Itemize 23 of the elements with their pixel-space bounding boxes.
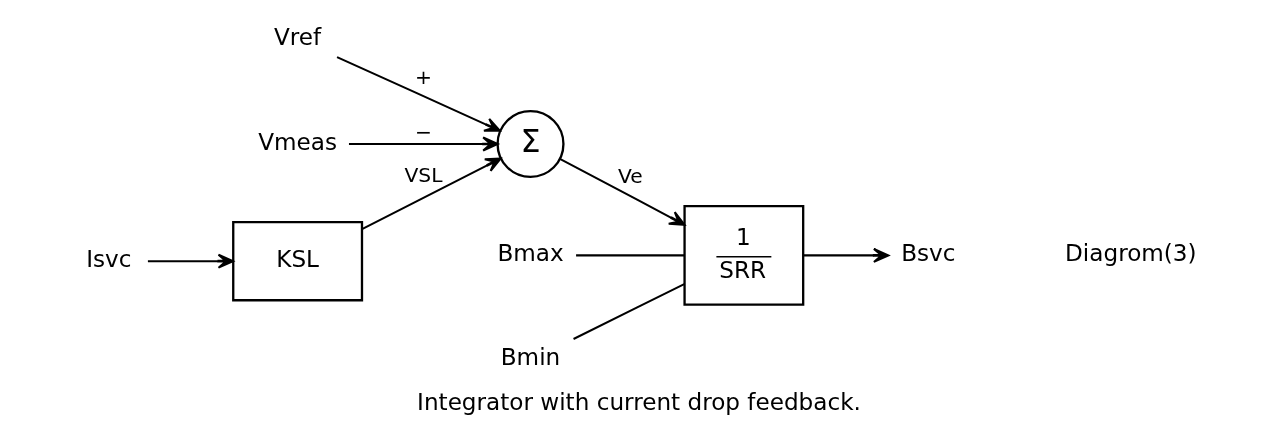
arrow bbox=[147, 253, 234, 269]
node-text: Bmax bbox=[497, 239, 564, 266]
node-text: Bmin bbox=[500, 344, 561, 371]
edge-label: − bbox=[414, 119, 432, 144]
node-box: 1 SRR bbox=[683, 205, 805, 306]
arrow bbox=[348, 136, 499, 152]
caption: Integrator with current drop feedback. bbox=[417, 388, 861, 415]
edge-label: VSL bbox=[404, 162, 443, 187]
edge-label: Ve bbox=[617, 164, 643, 189]
node-text: Bsvc bbox=[901, 239, 956, 266]
arrow bbox=[362, 157, 502, 230]
node-circle: Σ bbox=[496, 109, 565, 179]
connector bbox=[573, 283, 685, 340]
node-box: KSL bbox=[232, 220, 364, 302]
edge-label: + bbox=[414, 64, 432, 89]
arrow bbox=[803, 247, 890, 263]
arrow bbox=[336, 56, 501, 132]
node-text: Isvc bbox=[86, 245, 132, 272]
label: Diagrom(3) bbox=[1065, 239, 1197, 266]
arrow bbox=[559, 157, 686, 226]
connector bbox=[576, 254, 685, 257]
node-text: Vref bbox=[274, 24, 322, 51]
node-text: Vmeas bbox=[258, 128, 338, 155]
